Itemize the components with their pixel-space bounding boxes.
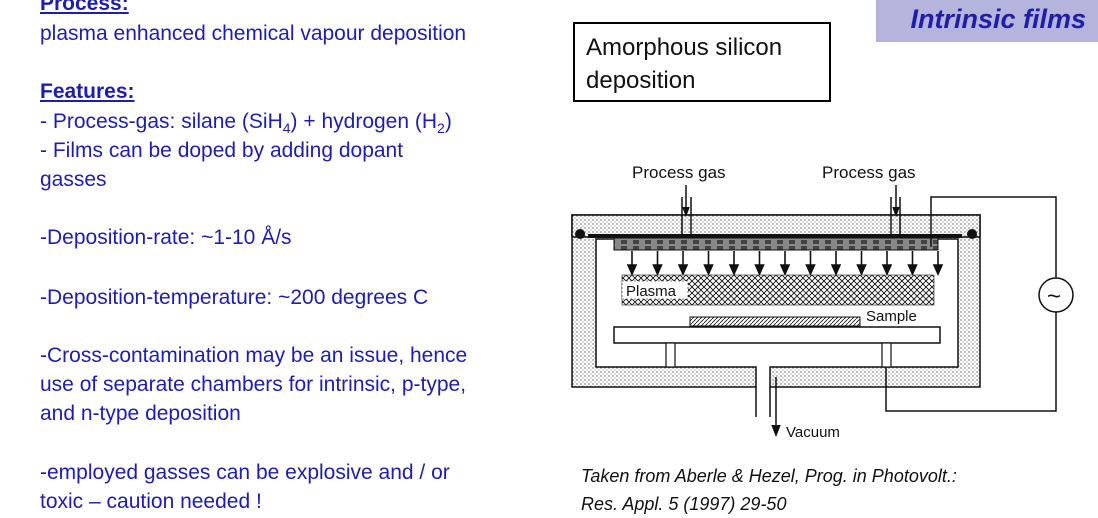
process-text: plasma enhanced chemical vapour depositi… [40,22,467,45]
feature-gas-mid: ) + hydrogen (H [290,110,438,133]
process-gas-label-left: Process gas [632,163,726,182]
gas-inlet-right [890,185,901,237]
plasma-label-bg [621,280,689,300]
sample [689,316,861,327]
gas-flow-arrowhead [856,264,867,276]
gas-flow-arrowhead [805,264,816,276]
feature-gas-sub-4: 4 [282,120,291,136]
gas-inlet-left [681,185,692,237]
feature-gas-suffix: ) [444,110,452,133]
plasma-label: Plasma [626,283,677,300]
gas-flow-arrowhead [907,264,918,276]
feature-gas-prefix: - Process-gas: silane (SiH [40,110,283,133]
substrate-electrode [613,326,941,344]
seal-left-dot [575,229,585,239]
gas-flow-arrowhead [881,264,893,276]
deposition-temperature: -Deposition-temperature: ~200 degrees C [40,286,429,309]
rf-circuit-wire [885,196,1057,412]
citation-line1: Taken from Aberle & Hezel, Prog. in Phot… [581,466,957,486]
vacuum-outlet [755,377,781,438]
explosive-line1: -employed gasses can be explosive and / … [40,461,450,484]
feature-doping-line2: gasses [40,168,107,191]
gas-flow-arrowhead [652,264,663,276]
process-gas-label-right: Process gas [822,163,916,182]
gas-flow-arrowhead [779,264,791,276]
feature-process-gas: - Process-gas: silane (SiH4) + hydrogen … [40,107,452,136]
gas-flow-arrowhead [728,264,740,276]
showerhead-electrode [613,237,939,251]
cross-contamination-line2: use of separate chambers for intrinsic, … [40,373,467,396]
vacuum-label: Vacuum [786,424,840,441]
sample-label: Sample [866,308,917,325]
gas-flow-arrowhead [626,264,638,276]
citation-line2: Res. Appl. 5 (1997) 29-50 [581,494,787,514]
gas-flow-arrowhead [932,264,944,276]
gas-flow-arrowhead [703,264,714,276]
gas-flow-arrowhead [754,264,765,276]
gas-flow-arrowhead [677,264,689,276]
cross-contamination-line3: and n-type deposition [40,402,241,425]
electrode-support-left [665,342,676,368]
pecvd-chamber-diagram: Plasma Sample Vacuum ~ Process gas Proce… [571,163,1074,441]
feature-doping-line1: - Films can be doped by adding dopant [40,139,404,162]
amorphous-silicon-box: Amorphous silicon deposition [573,22,831,102]
slide-title: Intrinsic films [876,0,1098,42]
gas-flow-arrowhead [830,264,842,276]
feature-gas-sub-2: 2 [437,120,445,136]
process-heading: Process: [40,0,129,15]
citation: Taken from Aberle & Hezel, Prog. in Phot… [581,462,957,518]
seal-right-dot [967,229,977,239]
ac-source-icon [1038,277,1074,313]
electrode-support-right [881,342,892,368]
ac-source-symbol: ~ [1047,283,1061,310]
chamber-wall [571,214,981,388]
gas-flow-arrows [626,251,944,276]
features-heading: Features: [40,80,135,103]
deposition-rate: -Deposition-rate: ~1-10 Å/s [40,226,292,249]
cross-contamination-line1: -Cross-contamination may be an issue, he… [40,344,468,367]
explosive-line2: toxic – caution needed ! [40,490,262,513]
